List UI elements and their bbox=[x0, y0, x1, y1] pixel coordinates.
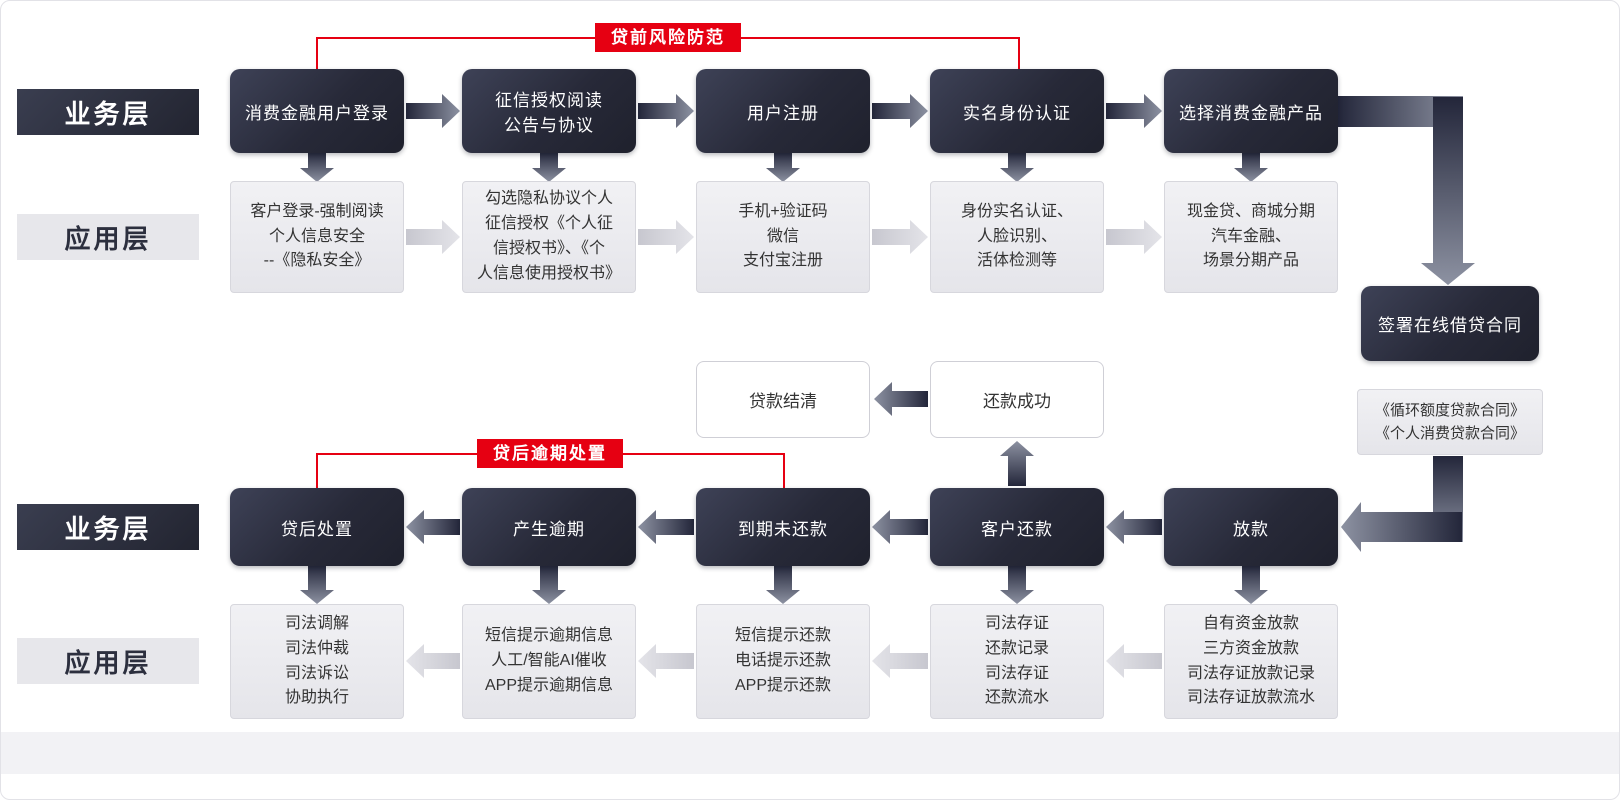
app-overdue-notification: 短信提示逾期信息 人工/智能AI催收 APP提示逾期信息 bbox=[462, 604, 636, 719]
node-user-login: 消费金融用户登录 bbox=[230, 69, 404, 153]
node-loan-disbursement: 放款 bbox=[1164, 488, 1338, 566]
node-product-selection: 选择消费金融产品 bbox=[1164, 69, 1338, 153]
app-credit-consent: 勾选隐私协议个人 征信授权《个人征 信授权书》、《个 人信息使用授权书》 bbox=[462, 181, 636, 293]
node-customer-repayment: 客户还款 bbox=[930, 488, 1104, 566]
node-credit-authorization: 征信授权阅读 公告与协议 bbox=[462, 69, 636, 153]
app-judicial-measures: 司法调解 司法仲裁 司法诉讼 协助执行 bbox=[230, 604, 404, 719]
app-register-methods: 手机+验证码 微信 支付宝注册 bbox=[696, 181, 870, 293]
node-repayment-success: 还款成功 bbox=[930, 361, 1104, 438]
node-real-name-auth: 实名身份认证 bbox=[930, 69, 1104, 153]
node-user-register: 用户注册 bbox=[696, 69, 870, 153]
node-overdue: 产生逾期 bbox=[462, 488, 636, 566]
application-layer-label-top: 应用层 bbox=[17, 214, 199, 260]
app-product-types: 现金贷、商城分期 汽车金融、 场景分期产品 bbox=[1164, 181, 1338, 293]
node-due-unpaid: 到期未还款 bbox=[696, 488, 870, 566]
contract-documents: 《循环额度贷款合同》 《个人消费贷款合同》 bbox=[1357, 389, 1543, 455]
business-layer-label-top: 业务层 bbox=[17, 89, 199, 135]
post-loan-overdue-banner: 贷后逾期处置 bbox=[477, 439, 623, 468]
node-post-loan-disposal: 贷后处置 bbox=[230, 488, 404, 566]
app-repayment-records: 司法存证 还款记录 司法存证 还款流水 bbox=[930, 604, 1104, 719]
footer-strip bbox=[1, 732, 1619, 774]
pre-loan-risk-banner: 贷前风险防范 bbox=[595, 23, 741, 52]
application-layer-label-bottom: 应用层 bbox=[17, 638, 199, 684]
node-loan-settled: 贷款结清 bbox=[696, 361, 870, 438]
app-identity-verification: 身份实名认证、 人脸识别、 活体检测等 bbox=[930, 181, 1104, 293]
app-disbursement-records: 自有资金放款 三方资金放款 司法存证放款记录 司法存证放款流水 bbox=[1164, 604, 1338, 719]
app-repayment-reminder: 短信提示还款 电话提示还款 APP提示还款 bbox=[696, 604, 870, 719]
business-layer-label-bottom: 业务层 bbox=[17, 504, 199, 550]
node-sign-contract: 签署在线借贷合同 bbox=[1361, 286, 1539, 361]
app-login-privacy: 客户登录-强制阅读 个人信息安全 --《隐私安全》 bbox=[230, 181, 404, 293]
